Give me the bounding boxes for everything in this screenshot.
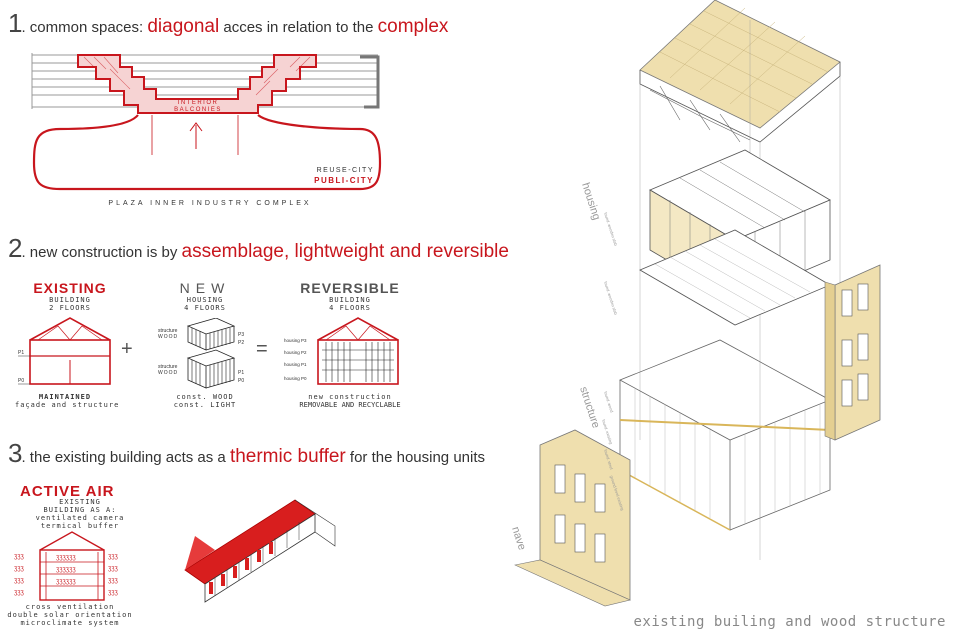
reversible-note2: REMOVABLE AND RECYCLABLE <box>299 401 401 409</box>
existing-building-section: P1 P0 <box>18 317 111 385</box>
label-balconies: BALCONIES <box>174 107 222 113</box>
small-label-4: found. existing <box>601 419 614 445</box>
active-air-foot1: cross ventilation <box>25 603 115 611</box>
section3-text-a: . the existing building acts as a <box>21 449 230 466</box>
section1-text-a: . common spaces: <box>21 19 148 36</box>
svg-text:ʒʒʒ: ʒʒʒ <box>108 554 119 560</box>
reversible-note1: new construction <box>308 393 392 401</box>
svg-text:ʒʒʒʒʒʒ: ʒʒʒʒʒʒ <box>56 567 76 573</box>
new-wood-2: WOOD <box>158 370 178 376</box>
section3-number: 3 <box>8 438 23 468</box>
reversible-notes: new construction REMOVABLE AND RECYCLABL… <box>290 393 410 409</box>
svg-text:ʒʒʒ: ʒʒʒ <box>108 566 119 572</box>
new-p3: P3 <box>238 332 244 338</box>
reversible-title: REVERSIBLE <box>300 280 400 296</box>
existing-title: EXISTING <box>33 280 107 296</box>
svg-text:ʒʒʒʒʒʒ: ʒʒʒʒʒʒ <box>56 579 76 585</box>
section3-text-b: for the housing units <box>345 449 486 466</box>
label-publi-city: PUBLI-CITY <box>314 176 374 185</box>
active-air-title: ACTIVE AIR <box>20 483 115 500</box>
new-p1: P1 <box>238 370 244 376</box>
reversible-h0: housing P0 <box>284 376 307 381</box>
new-structure-1: structure <box>158 328 178 334</box>
existing-block: EXISTING BUILDING 2 FLOORS <box>20 280 120 312</box>
existing-sub2: 2 FLOORS <box>49 304 91 312</box>
section1-text-b: acces in relation to the <box>219 19 378 36</box>
existing-sub1: BUILDING <box>49 296 91 304</box>
svg-text:ʒʒʒ: ʒʒʒ <box>108 578 119 584</box>
svg-text:ʒʒʒʒʒʒ: ʒʒʒʒʒʒ <box>56 555 76 561</box>
section1-number: 1 <box>8 8 23 38</box>
section3-heading: 3. the existing building acts as a therm… <box>8 438 485 469</box>
existing-p1: P1 <box>18 350 24 356</box>
small-label-5: found. steel <box>603 449 614 470</box>
thermic-buffer-axo <box>184 499 336 603</box>
existing-note2: façade and structure <box>15 401 120 409</box>
small-label-1: found. wooden slab <box>603 212 619 247</box>
existing-p0: P0 <box>18 378 24 384</box>
active-air-sub4: termical buffer <box>40 522 120 530</box>
new-note2: const. LIGHT <box>173 401 237 409</box>
reversible-building-section: housing P3 housing P2 housing P1 housing… <box>284 317 399 385</box>
label-reuse-city: REUSE-CITY <box>317 167 374 174</box>
new-wood-modules: structure WOOD structure WOOD P3 P2 P1 P… <box>158 318 244 389</box>
section1-heading: 1. common spaces: diagonal acces in rela… <box>8 8 448 39</box>
new-structure-2: structure <box>158 364 178 370</box>
active-air-block: ACTIVE AIR <box>20 483 114 500</box>
exploded-axonometric: housing structure nave found. wooden sla… <box>509 0 881 607</box>
small-label-2: found. wooden slab <box>603 281 619 316</box>
label-interior: INTERIOR <box>178 100 219 106</box>
new-notes: const. WOOD const. LIGHT <box>155 393 255 409</box>
diagram-common-spaces: INTERIOR BALCONIES REUSE-CITY PUBLI-CITY… <box>31 53 382 207</box>
section1-emph-b: complex <box>377 16 449 37</box>
active-air-sub2: BUILDING AS A: <box>43 506 117 514</box>
section2-emph: assemblage, lightweight and reversible <box>181 241 509 262</box>
reversible-sub2: 4 FLOORS <box>329 304 371 312</box>
small-label-3: found. wood <box>603 391 614 413</box>
reversible-h3: housing P3 <box>284 338 307 343</box>
active-air-foot3: microclimate system <box>20 619 120 627</box>
section3-emph: thermic buffer <box>229 446 346 467</box>
active-air-sub: EXISTING BUILDING AS A: ventilated camer… <box>20 498 140 530</box>
existing-notes: MAINTAINED façade and structure <box>15 393 120 409</box>
equals-sign: = <box>256 338 268 360</box>
label-housing: housing <box>579 181 602 221</box>
svg-text:ʒʒʒ: ʒʒʒ <box>14 590 25 596</box>
label-nave: nave <box>509 525 528 551</box>
section1-emph-a: diagonal <box>147 16 220 37</box>
reversible-sub1: BUILDING <box>329 296 371 304</box>
reversible-block: REVERSIBLE BUILDING 4 FLOORS <box>295 280 405 312</box>
new-wood-1: WOOD <box>158 334 178 340</box>
reversible-h1: housing P1 <box>284 362 307 367</box>
new-p0: P0 <box>238 378 244 384</box>
section2-heading: 2. new construction is by assemblage, li… <box>8 233 509 264</box>
new-block: NEW HOUSING 4 FLOORS <box>150 280 260 312</box>
plus-sign: + <box>121 338 133 360</box>
new-title: NEW <box>179 280 231 296</box>
section2-number: 2 <box>8 233 23 263</box>
svg-text:ʒʒʒ: ʒʒʒ <box>14 554 25 560</box>
new-sub2: 4 FLOORS <box>184 304 226 312</box>
existing-note1: MAINTAINED <box>38 393 92 401</box>
svg-text:ʒʒʒ: ʒʒʒ <box>14 578 25 584</box>
section2-text-a: . new construction is by <box>21 244 182 261</box>
caption-plaza: PLAZA INNER INDUSTRY COMPLEX <box>108 200 311 207</box>
new-sub1: HOUSING <box>186 296 224 304</box>
axo-caption: existing builing and wood structure <box>633 614 946 630</box>
active-air-sub1: EXISTING <box>59 498 101 506</box>
reversible-h2: housing P2 <box>284 350 307 355</box>
svg-text:ʒʒʒ: ʒʒʒ <box>108 590 119 596</box>
svg-text:ʒʒʒ: ʒʒʒ <box>14 566 25 572</box>
new-p2: P2 <box>238 340 244 346</box>
active-air-footer: cross ventilation double solar orientati… <box>5 603 135 627</box>
active-air-sub3: ventilated camera <box>35 514 125 522</box>
label-structure: structure <box>577 385 602 429</box>
new-note1: const. WOOD <box>176 393 234 401</box>
active-air-foot2: double solar orientation <box>7 611 133 619</box>
